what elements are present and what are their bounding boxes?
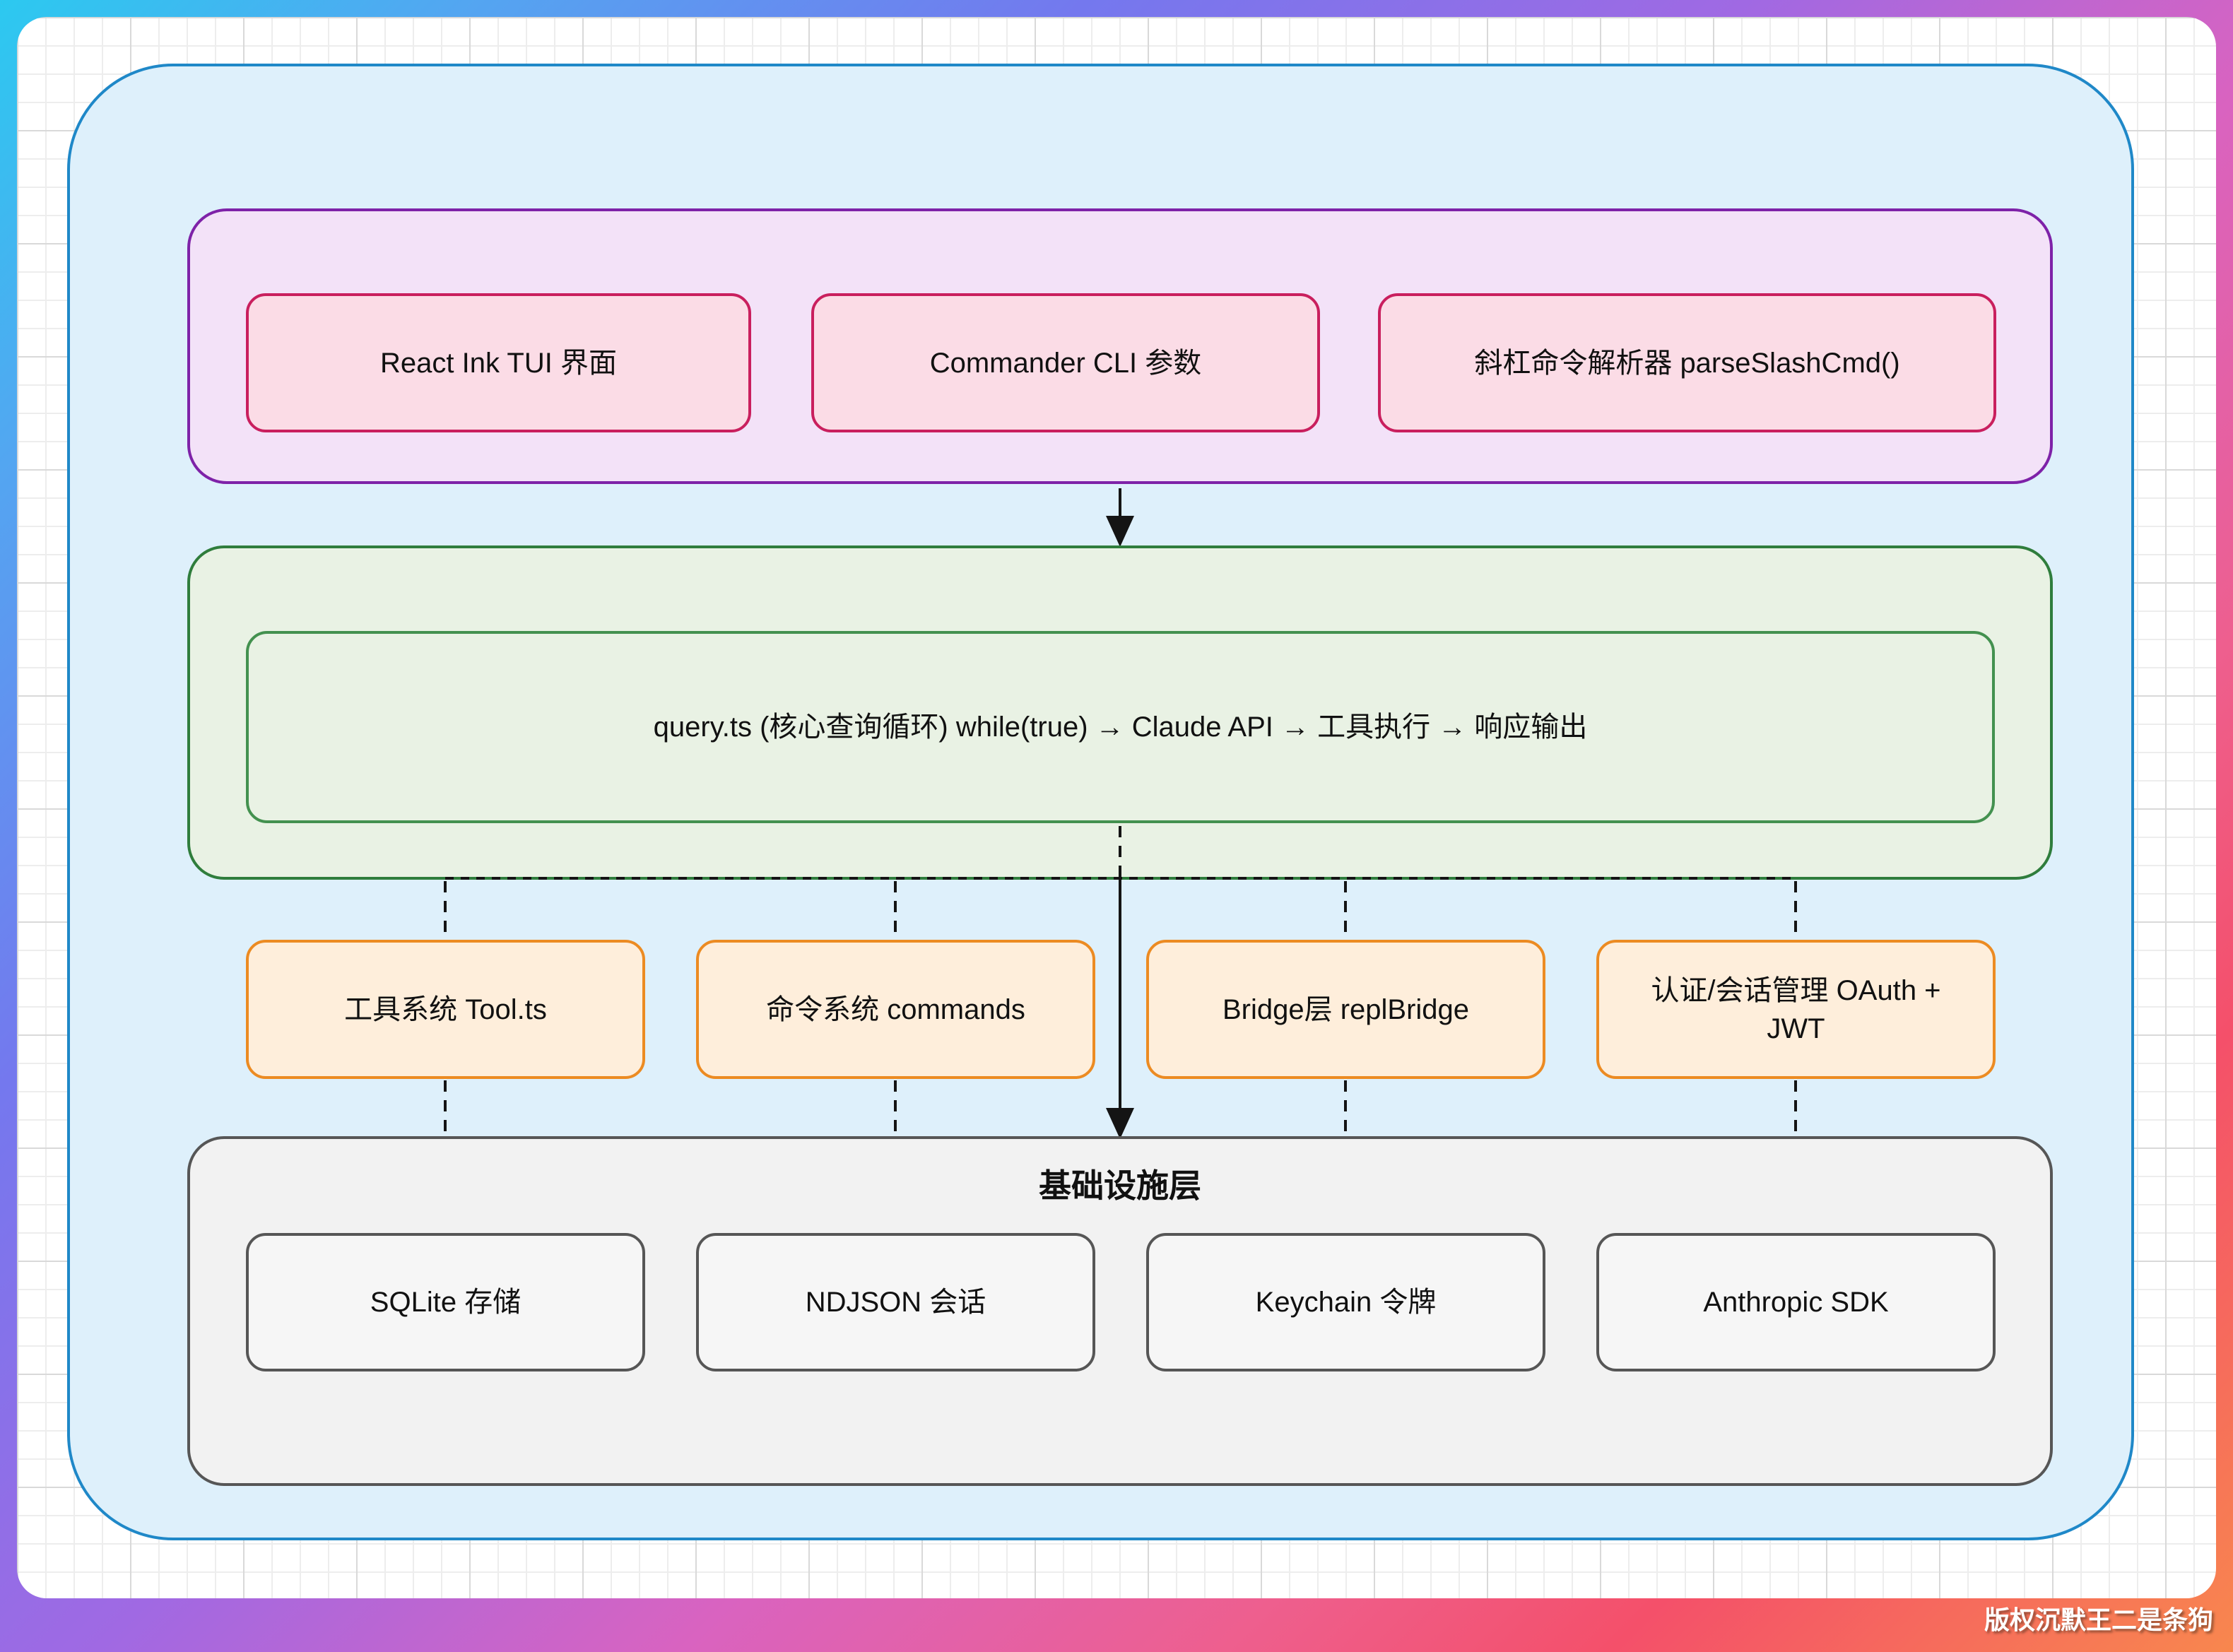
connector-col3-upper-dashed (1344, 881, 1347, 940)
infra-node-ndjson: NDJSON 会话 (696, 1233, 1095, 1371)
infra-node-anthropic-sdk: Anthropic SDK (1596, 1233, 1996, 1371)
ui-node-slash-cmd-parser: 斜杠命令解析器 parseSlashCmd() (1378, 293, 1996, 432)
arrow-core-to-infra-head (1106, 1108, 1134, 1139)
connector-col1-upper-dashed (444, 881, 447, 940)
ui-node-commander-cli: Commander CLI 参数 (811, 293, 1320, 432)
connector-col2-upper-dashed (894, 881, 897, 940)
arrow-ui-to-core-head (1106, 516, 1134, 547)
ui-node-react-ink-tui: React Ink TUI 界面 (246, 293, 751, 432)
arrow-ui-to-core-line (1119, 488, 1121, 521)
service-node-command-system: 命令系统 commands (696, 940, 1095, 1079)
infra-node-keychain: Keychain 令牌 (1146, 1233, 1545, 1371)
arrow-core-to-infra-line (1119, 878, 1121, 1111)
watermark-text: 版权沉默王二是条狗 (1984, 1605, 2213, 1634)
core-node-query-loop: query.ts (核心查询循环) while(true) → Claude A… (246, 631, 1995, 823)
service-node-bridge-layer: Bridge层 replBridge (1146, 940, 1545, 1079)
infra-node-sqlite: SQLite 存储 (246, 1233, 645, 1371)
service-node-tool-system: 工具系统 Tool.ts (246, 940, 645, 1079)
infra-layer-title: 基础设施层 (1039, 1167, 1201, 1204)
connector-core-stub-dashed (1119, 826, 1121, 878)
connector-col4-upper-dashed (1794, 881, 1797, 940)
service-node-auth-session: 认证/会话管理 OAuth + JWT (1596, 940, 1996, 1079)
